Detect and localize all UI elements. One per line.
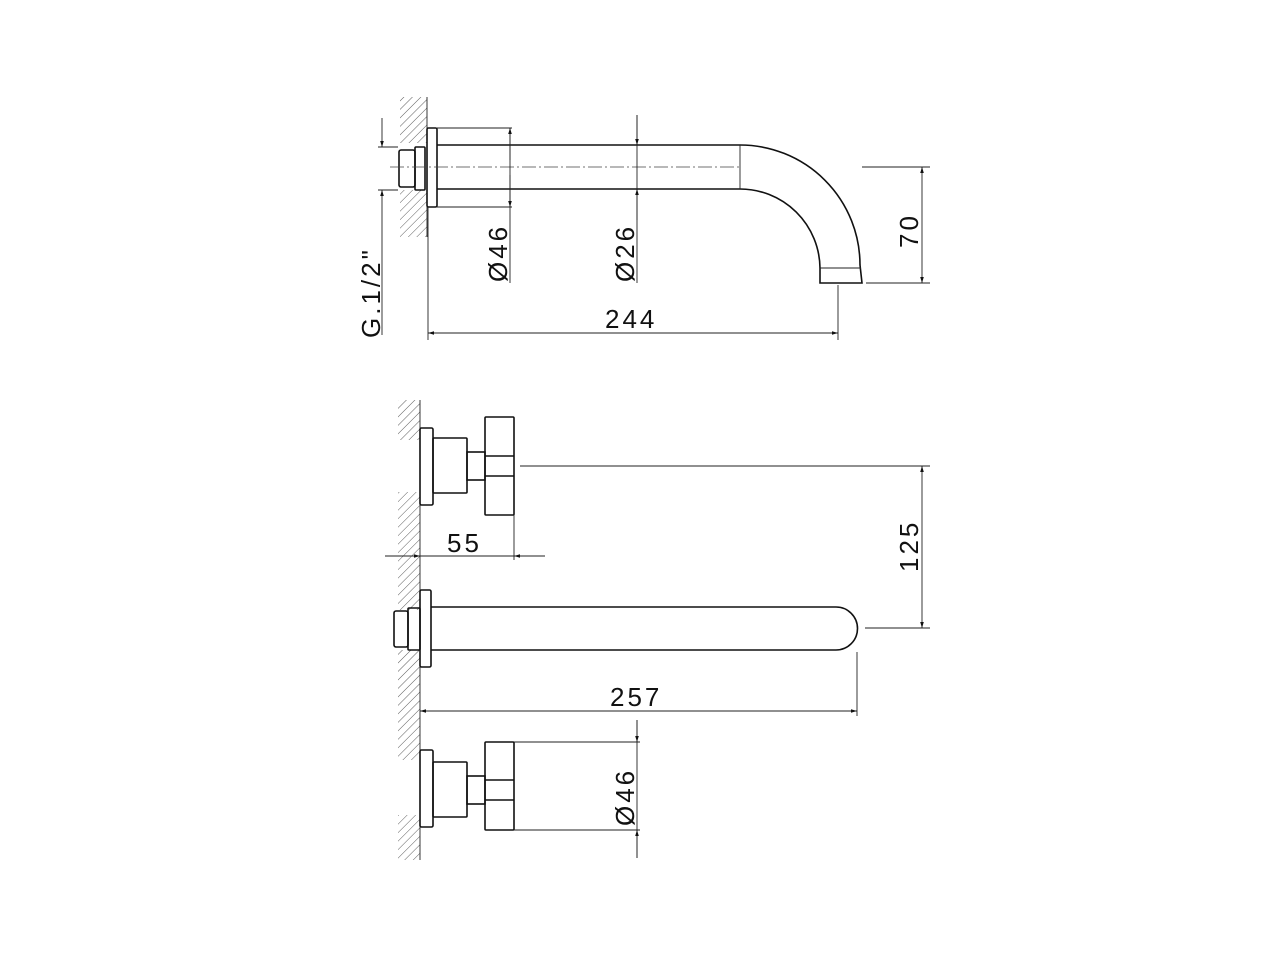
- spout: [437, 144, 863, 284]
- flange: [426, 127, 438, 208]
- handle-top: [419, 416, 515, 516]
- connector: [414, 146, 426, 191]
- top-view: G.1/2" Ø46 Ø26 70 244: [356, 97, 930, 340]
- connector-nut: [398, 149, 416, 188]
- front-view: 55 125 257 Ø46: [385, 400, 930, 860]
- dim-height: 70: [894, 213, 924, 248]
- dim-spout-length: 257: [610, 682, 662, 712]
- dim-pipe-diameter: Ø26: [610, 224, 640, 282]
- dim-length: 244: [605, 304, 657, 334]
- dim-thread: G.1/2": [356, 247, 386, 338]
- dim-handle-diameter: Ø46: [610, 768, 640, 826]
- dim-handle-depth: 55: [447, 528, 482, 558]
- dim-spacing: 125: [894, 520, 924, 572]
- wall-hatch: [400, 190, 427, 237]
- handle-bottom: [419, 741, 515, 831]
- dim-flange-diameter: Ø46: [483, 224, 513, 282]
- wall-hatch: [400, 97, 427, 143]
- spout-front: [393, 589, 859, 668]
